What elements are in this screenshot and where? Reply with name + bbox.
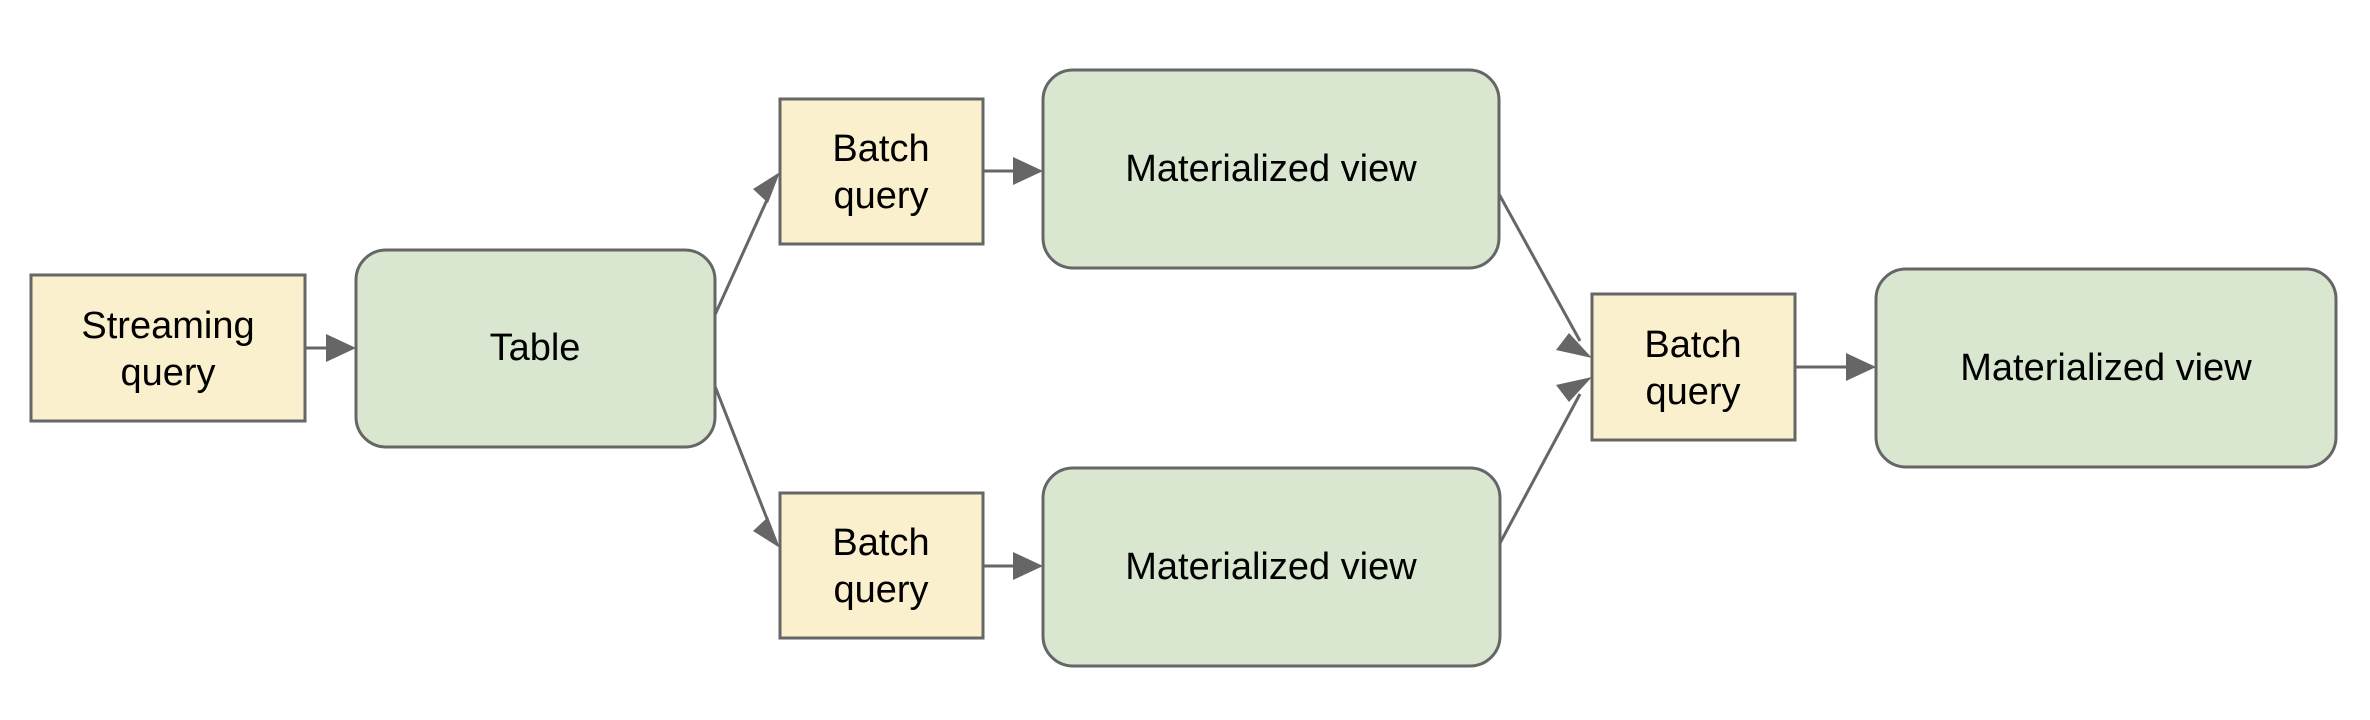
batch-query-top-label-line2: query (833, 175, 928, 217)
streaming-query-label-line1: Streaming (81, 305, 254, 347)
materialized-view-top-label: Materialized view (1125, 148, 1417, 190)
edge-batch-join-to-view-final (1795, 353, 1876, 381)
batch-query-bottom-label-line1: Batch (832, 522, 929, 564)
node-materialized-view-final[interactable]: Materialized view (1874, 267, 2338, 469)
node-table[interactable]: Table (354, 248, 717, 449)
node-materialized-view-bottom[interactable]: Materialized view (1041, 466, 1502, 668)
streaming-query-box[interactable] (29, 273, 307, 423)
edge-view-top-to-batch-join (1497, 193, 1592, 358)
node-batch-query-join[interactable]: Batch query (1590, 292, 1797, 442)
edge-streaming-to-table (305, 334, 356, 362)
batch-query-top-label-line1: Batch (832, 128, 929, 170)
materialized-view-top-box[interactable] (1041, 68, 1501, 270)
table-box[interactable] (354, 248, 717, 449)
node-batch-query-top[interactable]: Batch query (778, 97, 985, 246)
batch-query-top-box[interactable] (778, 97, 985, 246)
materialized-view-bottom-label: Materialized view (1125, 546, 1417, 588)
node-batch-query-bottom[interactable]: Batch query (778, 491, 985, 640)
table-label: Table (490, 327, 581, 369)
materialized-view-final-box[interactable] (1874, 267, 2338, 469)
batch-query-bottom-box[interactable] (778, 491, 985, 640)
streaming-query-label-line2: query (120, 352, 215, 394)
batch-query-join-label-line2: query (1645, 371, 1740, 413)
batch-query-bottom-label-line2: query (833, 569, 928, 611)
batch-query-join-label-line1: Batch (1644, 324, 1741, 366)
node-materialized-view-top[interactable]: Materialized view (1041, 68, 1501, 270)
edge-batch-bottom-to-view-bottom (983, 552, 1043, 580)
materialized-view-final-label: Materialized view (1960, 347, 2252, 389)
materialized-view-bottom-box[interactable] (1041, 466, 1502, 668)
edge-view-bottom-to-batch-join (1497, 377, 1592, 546)
batch-query-join-box[interactable] (1590, 292, 1797, 442)
node-streaming-query[interactable]: Streaming query (29, 273, 307, 423)
edge-batch-top-to-view-top (983, 157, 1043, 185)
